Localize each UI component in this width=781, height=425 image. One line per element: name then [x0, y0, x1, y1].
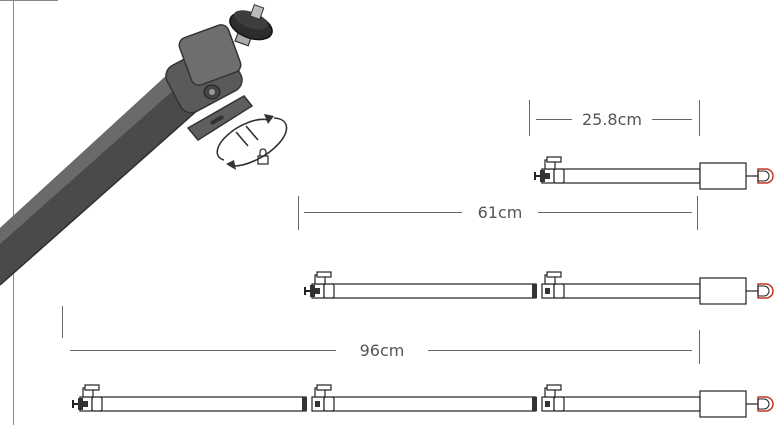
pole-segment — [331, 283, 537, 299]
pole-segment — [99, 396, 307, 412]
pole-segment — [331, 396, 537, 412]
clamp-head — [165, 4, 273, 141]
pole-joint — [541, 271, 565, 299]
closeup-illustration — [0, 0, 288, 425]
pole-tip — [533, 169, 546, 183]
pole-end-handle — [699, 390, 774, 418]
pole-end-handle — [699, 277, 774, 305]
pole-medium — [303, 271, 774, 305]
dimension-label-medium: 61cm — [478, 203, 523, 222]
padlock-icon — [257, 148, 269, 165]
dimension-label-long: 96cm — [360, 341, 405, 360]
pole-collar — [532, 284, 537, 298]
pole-joint — [541, 156, 565, 184]
diagonal-pole — [0, 74, 201, 286]
pole-collar — [302, 397, 307, 411]
pole-collar — [532, 397, 537, 411]
pole-joint — [79, 384, 103, 412]
pole-group — [71, 156, 774, 418]
pole-long — [71, 384, 774, 418]
rotate-arrows-icon — [216, 114, 288, 170]
pole-tip — [71, 397, 84, 411]
dimension-medium: 61cm — [298, 196, 698, 230]
dimension-label-short: 25.8cm — [582, 110, 642, 129]
pole-short — [533, 156, 774, 190]
pole-joint — [541, 384, 565, 412]
pole-joint — [311, 271, 335, 299]
dimension-long: 96cm — [62, 306, 700, 364]
pole-end-handle — [699, 162, 774, 190]
pole-segment — [561, 396, 701, 412]
dimension-short: 25.8cm — [529, 100, 700, 136]
pole-segment — [561, 283, 701, 299]
pole-tip — [303, 284, 316, 298]
pole-joint — [311, 384, 335, 412]
pole-segment — [561, 168, 701, 184]
